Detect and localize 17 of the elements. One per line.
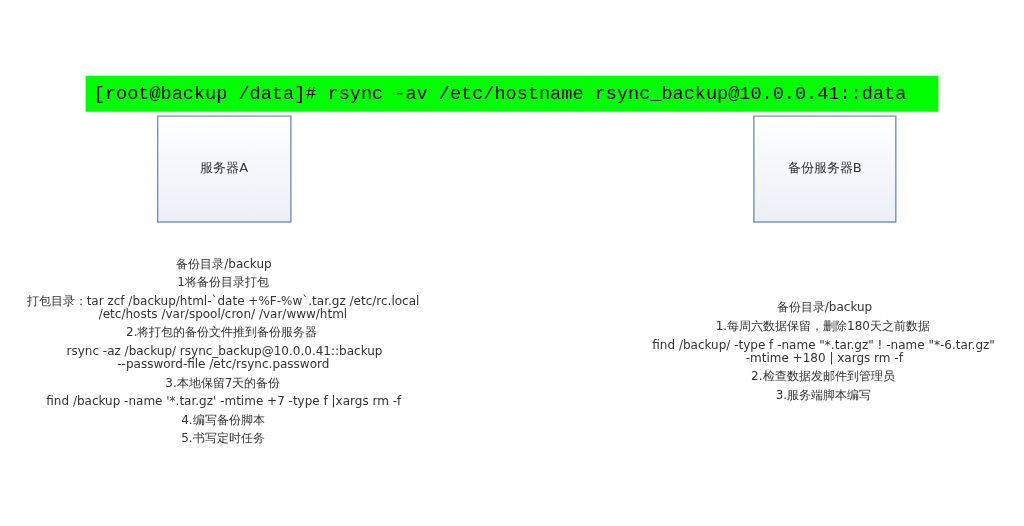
node-label: 1.每周六数据保留，删除180天之前数据: [715, 318, 930, 333]
node-label: 4.编写备份脚本: [181, 412, 265, 427]
node-label: 1将备份目录打包: [177, 275, 269, 290]
node-label: 2.将打包的备份文件推到备份服务器: [126, 325, 318, 340]
node-label: 3.服务端脚本编写: [775, 387, 872, 402]
node-label: rsync -az /backup/ rsync_backup@10.0.0.41::backup --password-file /etc/rsync.password: [66, 344, 383, 372]
node-label: 2.检查数据发邮件到管理员: [751, 369, 895, 384]
node-label: find /backup/ -type f -name "*.tar.gz" ! -name "*-6.tar.gz" -mtime +180 | xargs rm -f: [652, 337, 995, 365]
node-box: 备份服务器B: [753, 115, 897, 223]
node-label: 3.本地保留7天的备份: [165, 375, 281, 390]
node-box: 服务器A: [156, 115, 292, 223]
node-label: find /backup -name '*.tar.gz' -mtime +7 -type f |xargs rm -f: [46, 394, 402, 409]
node-label: 备份目录/backup: [176, 256, 272, 271]
node-label: 打包目录：tar zcf /backup/html-`date +%F-%w`.tar.gz /etc/rc.local /etc/hosts /var/spool/cron/ /var/www/html: [26, 293, 420, 321]
diagram-title: [root@backup /data]# rsync -av /etc/hostname rsync_backup@10.0.0.41::data: [93, 83, 907, 105]
node-label: 5.书写定时任务: [181, 431, 265, 446]
node-label: 备份目录/backup: [776, 300, 873, 315]
